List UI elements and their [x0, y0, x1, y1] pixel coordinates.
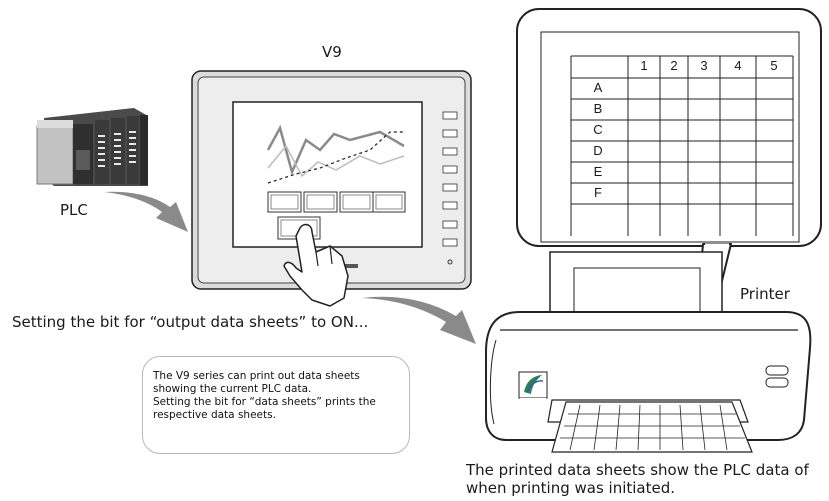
column-header: 2: [670, 58, 678, 73]
plc-to-v9-arrow: [104, 191, 188, 232]
column-header: 5: [770, 58, 778, 73]
printer-label: Printer: [740, 285, 790, 303]
row-header: A: [593, 80, 603, 95]
hand-pointer-icon: [283, 223, 349, 307]
row-header: B: [593, 101, 603, 116]
column-header: 3: [700, 58, 708, 73]
printer: [485, 251, 812, 453]
note-line: Setting the bit for “data sheets” prints…: [153, 396, 376, 408]
note-line: showing the current PLC data.: [153, 383, 312, 395]
plc-label: PLC: [60, 201, 88, 219]
row-header: C: [593, 122, 603, 137]
row-header: D: [593, 143, 603, 158]
printed-caption: The printed data sheets show the PLC dat…: [466, 461, 809, 497]
column-header: 4: [734, 58, 742, 73]
note-bubble: The V9 series can print out data sheets …: [142, 356, 410, 454]
v9-label: V9: [322, 43, 342, 61]
note-line: The V9 series can print out data sheets: [153, 370, 360, 382]
row-header: F: [594, 185, 602, 200]
column-header: 1: [640, 58, 648, 73]
note-line: respective data sheets.: [153, 409, 276, 421]
output-caption: Setting the bit for “output data sheets”…: [12, 313, 369, 331]
plc-unit: [36, 108, 148, 186]
row-header: E: [593, 164, 603, 179]
v9-to-printer-arrow: [362, 296, 476, 344]
